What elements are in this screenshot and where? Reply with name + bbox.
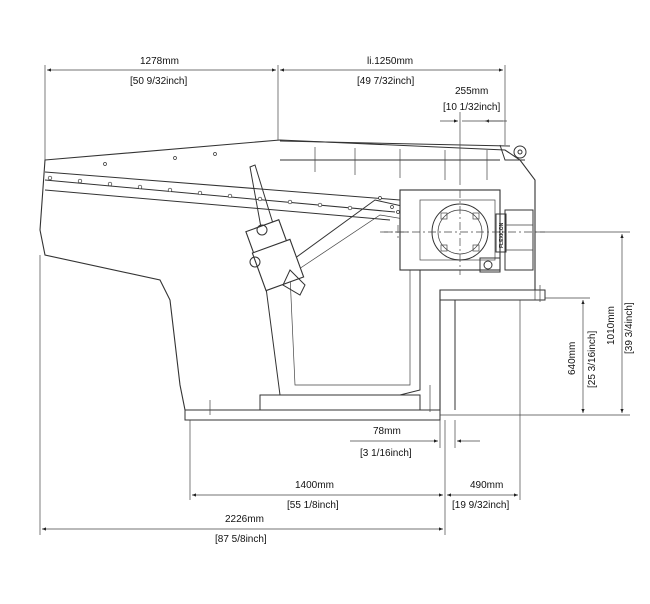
trough-rail [44, 171, 401, 221]
dim-1010-inch: [39 3/4inch] [624, 302, 635, 354]
dim-255-mm: 255mm [455, 86, 488, 97]
dim-640-mm: 640mm [567, 342, 578, 375]
dim-490-inch: [19 9/32inch] [452, 500, 509, 511]
vibrator-motor [245, 164, 306, 296]
dim-2226-mm: 2226mm [225, 514, 264, 525]
dim-78-inch: [3 1/16inch] [360, 448, 412, 459]
brand-plate: FLEXICON [499, 222, 505, 248]
dim-255-inch: [10 1/32inch] [443, 102, 500, 113]
dim-640-inch: [25 3/16inch] [587, 331, 598, 388]
outlet-flange [440, 289, 546, 410]
lid-railing [279, 140, 527, 180]
machine-outline: FLEXICON [39, 139, 546, 421]
dimension-lines [39, 65, 630, 535]
rail-bolts [47, 152, 400, 214]
dim-1278-mm: 1278mm [140, 56, 179, 67]
dim-1400-inch: [55 1/8inch] [287, 500, 339, 511]
dim-1278-inch: [50 9/32inch] [130, 76, 187, 87]
dim-1250-inch: [49 7/32inch] [357, 76, 414, 87]
dim-1010-mm: 1010mm [606, 306, 617, 345]
dim-78-mm: 78mm [373, 426, 401, 437]
dim-1400-mm: 1400mm [295, 480, 334, 491]
drive-motor: FLEXICON [399, 189, 534, 273]
dim-490-mm: 490mm [470, 480, 503, 491]
dimension-labels: 1278mm [50 9/32inch] li.1250mm [49 7/32i… [130, 56, 635, 545]
dim-1250-mm: li.1250mm [367, 56, 413, 67]
dim-2226-inch: [87 5/8inch] [215, 534, 267, 545]
